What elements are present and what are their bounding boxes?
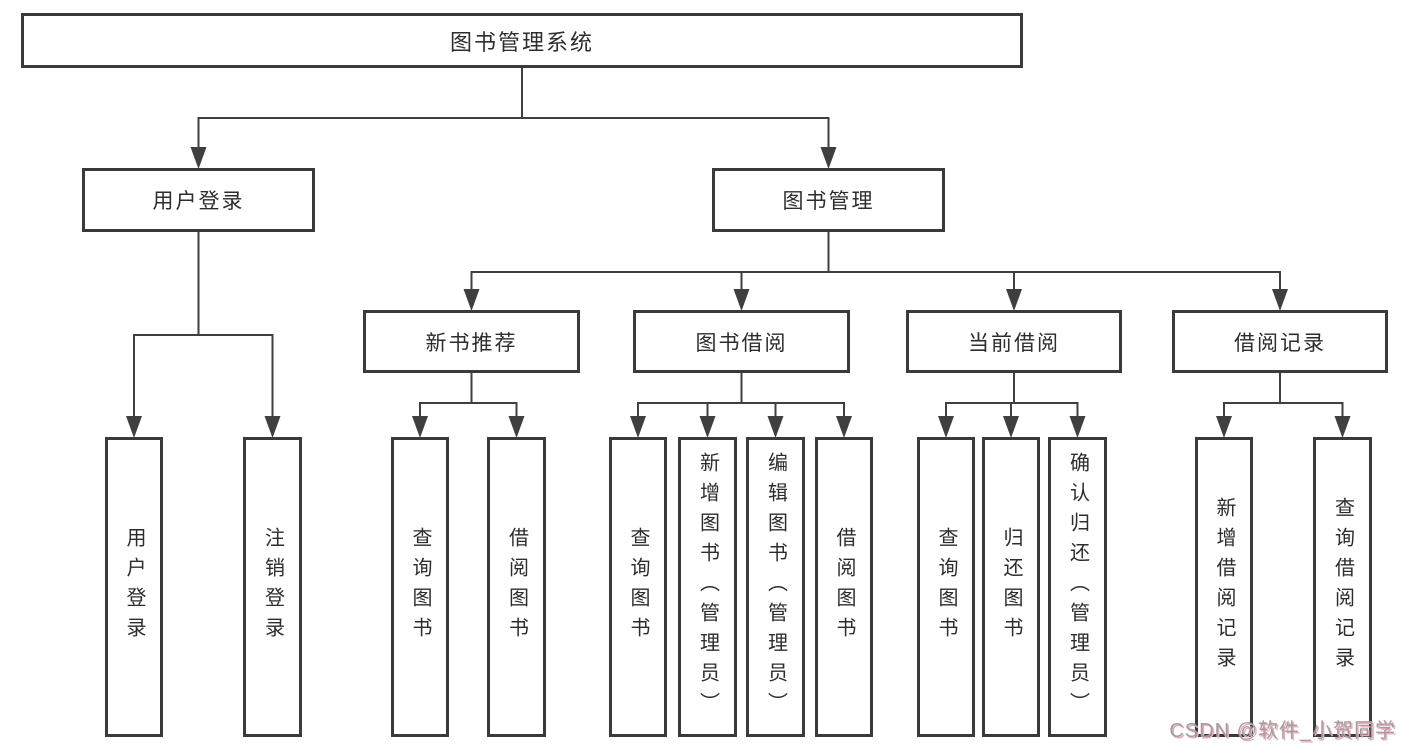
arrowhead-icon — [1069, 416, 1086, 438]
csdn-watermark: CSDN @软件_小贺同学 — [1169, 720, 1396, 742]
leaf-record-query-borrow-record: 查询借阅记录 — [1313, 437, 1372, 737]
leaf-user-login: 用户登录 — [105, 437, 163, 737]
arrowhead-icon — [1334, 416, 1351, 438]
leaf-newbook-query-books: 查询图书 — [391, 437, 449, 737]
arrowhead-icon — [463, 289, 480, 311]
leaf-borrow-edit-books-admin: 编辑图书（管理员） — [746, 437, 805, 737]
node-label: 新书推荐 — [425, 331, 518, 355]
arrowhead-icon — [508, 416, 525, 438]
node-current-borrow: 当前借阅 — [906, 310, 1122, 373]
node-label: 归还图书 — [1000, 527, 1022, 647]
node-label: 用户登录 — [123, 527, 145, 647]
node-user-login: 用户登录 — [82, 168, 315, 232]
node-label: 编辑图书（管理员） — [764, 452, 787, 722]
node-borrow-record: 借阅记录 — [1172, 310, 1388, 373]
node-new-book-recommend: 新书推荐 — [363, 310, 580, 373]
node-label: 新增图书（管理员） — [696, 452, 719, 722]
node-label: 图书管理 — [782, 190, 875, 213]
node-label: 查询图书 — [935, 527, 957, 647]
arrowhead-icon — [938, 416, 954, 438]
node-label: 借阅图书 — [505, 527, 528, 647]
arrowhead-icon — [1216, 416, 1232, 438]
arrowhead-icon — [1003, 416, 1019, 438]
node-label: 新增借阅记录 — [1213, 497, 1235, 677]
leaf-borrow-borrow-books: 借阅图书 — [815, 437, 873, 737]
node-book-management: 图书管理 — [712, 168, 945, 232]
arrowhead-icon — [412, 416, 428, 438]
node-label: 确认归还（管理员） — [1066, 452, 1089, 722]
node-label: 图书管理系统 — [449, 29, 594, 55]
node-label: 查询借阅记录 — [1331, 497, 1354, 677]
arrowhead-icon — [1006, 289, 1022, 311]
leaf-borrow-query-books: 查询图书 — [609, 437, 667, 737]
leaf-borrow-add-books-admin: 新增图书（管理员） — [678, 437, 737, 737]
leaf-logout: 注销登录 — [243, 437, 302, 737]
node-label: 图书借阅 — [695, 331, 788, 355]
node-label: 注销登录 — [261, 527, 284, 647]
node-label: 借阅记录 — [1234, 331, 1326, 355]
arrowhead-icon — [699, 416, 716, 438]
leaf-newbook-borrow-books: 借阅图书 — [487, 437, 546, 737]
node-book-borrow: 图书借阅 — [633, 310, 850, 373]
arrowhead-icon — [630, 416, 646, 438]
arrowhead-icon — [126, 416, 142, 438]
leaf-current-query-books: 查询图书 — [917, 437, 975, 737]
arrowhead-icon — [733, 289, 750, 311]
leaf-record-add-borrow-record: 新增借阅记录 — [1195, 437, 1253, 737]
arrowhead-icon — [190, 147, 207, 169]
leaf-current-return-books: 归还图书 — [982, 437, 1040, 737]
arrowhead-icon — [1272, 289, 1288, 311]
node-label: 借阅图书 — [833, 527, 855, 647]
arrowhead-icon — [836, 416, 852, 438]
leaf-current-confirm-return-admin: 确认归还（管理员） — [1048, 437, 1107, 737]
arrowhead-icon — [264, 416, 281, 438]
node-label: 查询图书 — [409, 527, 431, 647]
node-label: 用户登录 — [152, 190, 245, 213]
node-system-root: 图书管理系统 — [21, 13, 1023, 68]
arrowhead-icon — [820, 147, 837, 169]
node-label: 当前借阅 — [968, 331, 1060, 355]
node-label: 查询图书 — [627, 527, 649, 647]
arrowhead-icon — [767, 416, 784, 438]
